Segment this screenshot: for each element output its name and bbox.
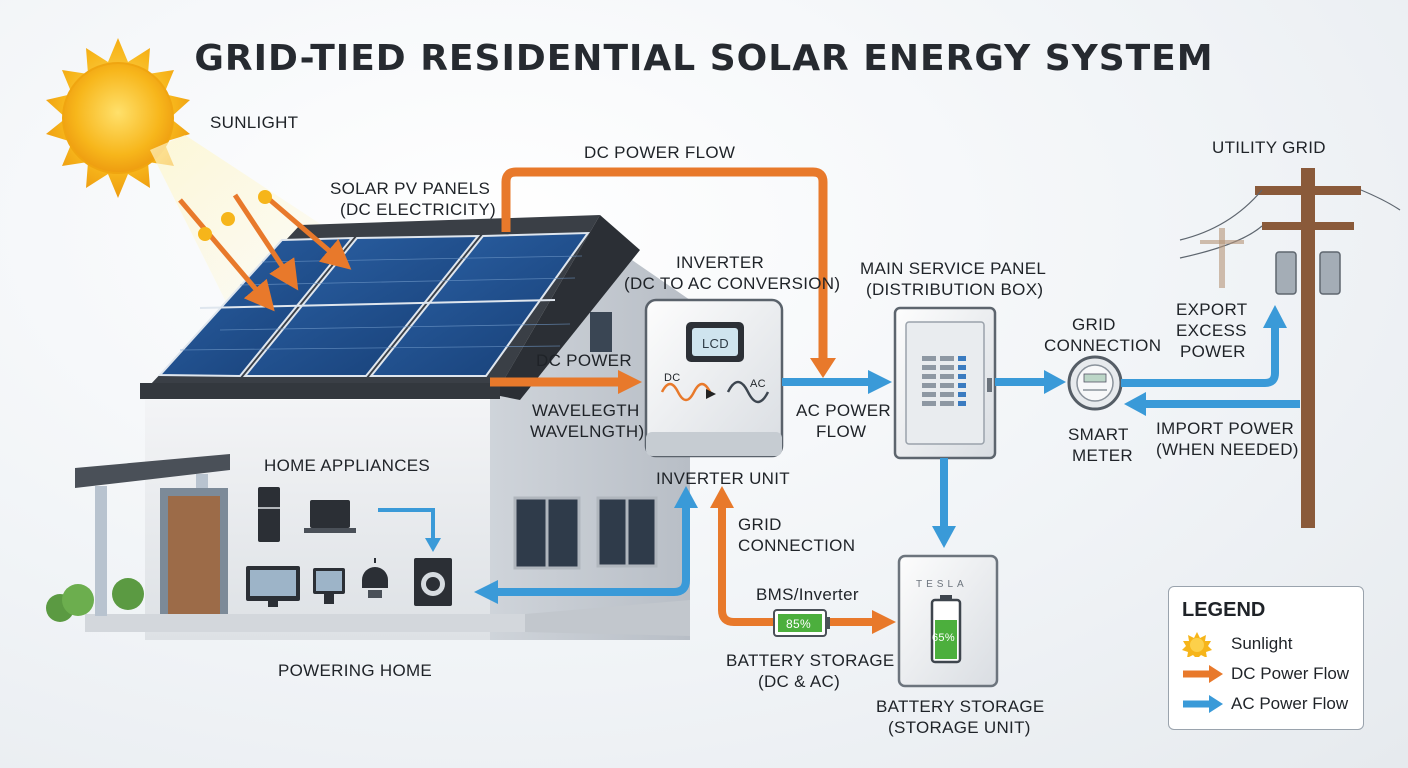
ac-wave-icon xyxy=(726,380,770,404)
export-label-2: EXCESS xyxy=(1176,321,1247,340)
utility-pole xyxy=(1179,168,1401,528)
bms-inverter-label: BMS/Inverter xyxy=(756,585,859,604)
battery-unit-percent: 65% xyxy=(932,632,955,644)
tv-icon xyxy=(313,568,345,604)
sunlight-label: SUNLIGHT xyxy=(210,113,299,132)
washing-machine-icon xyxy=(414,558,452,606)
smart-meter xyxy=(1067,355,1123,411)
legend-item-dc: DC Power Flow xyxy=(1181,661,1349,687)
powering-home-label: POWERING HOME xyxy=(278,661,433,680)
dc-wave-icon xyxy=(660,382,712,402)
dc-label: DC xyxy=(664,372,681,384)
home-appliances-label: HOME APPLIANCES xyxy=(264,456,431,475)
sunlight-rays xyxy=(178,190,352,312)
export-power-arrow xyxy=(1121,325,1279,387)
laptop-icon xyxy=(304,500,356,533)
main-panel-sublabel: (DISTRIBUTION BOX) xyxy=(866,280,1044,299)
main-panel-label: MAIN SERVICE PANEL xyxy=(860,259,1047,278)
ac-power-flow-label: AC POWER xyxy=(796,401,891,420)
wavelength-label: WAVELEGTH xyxy=(532,401,640,420)
inverter-label: INVERTER xyxy=(676,253,765,272)
export-label-3: POWER xyxy=(1180,342,1246,361)
inverter-sublabel: (DC TO AC CONVERSION) xyxy=(624,274,841,293)
grid-connection-2-label: GRID xyxy=(738,515,782,534)
import-sublabel: (WHEN NEEDED) xyxy=(1156,440,1299,459)
ac-to-home-arrow xyxy=(495,505,690,596)
dc-arrowhead xyxy=(810,358,836,378)
legend-dc-label: DC Power Flow xyxy=(1231,664,1350,683)
fridge-icon xyxy=(258,487,280,542)
inverter-unit[interactable] xyxy=(644,298,784,458)
battery-storage-unit[interactable] xyxy=(897,554,999,688)
battery-unit-label: BATTERY STORAGE xyxy=(876,697,1045,716)
grid-connection-label: GRID xyxy=(1072,315,1116,334)
lcd-screen-text: LCD xyxy=(702,336,729,351)
lightbulb-icon xyxy=(362,558,388,598)
legend-item-ac: AC Power Flow xyxy=(1181,691,1348,717)
export-label-1: EXPORT xyxy=(1176,300,1248,319)
battery-unit-sublabel: (STORAGE UNIT) xyxy=(888,718,1031,737)
page-title: GRID-TIED RESIDENTIAL SOLAR ENERGY SYSTE… xyxy=(194,38,1214,79)
smart-meter-label: SMART xyxy=(1068,425,1129,444)
home-appliances xyxy=(246,487,452,607)
blue-arrow-icon xyxy=(1183,695,1223,713)
ac-power-flow-sublabel: FLOW xyxy=(816,422,867,441)
legend-sunlight-label: Sunlight xyxy=(1231,634,1293,653)
solar-panels-label: SOLAR PV PANELS xyxy=(330,179,491,198)
solar-panels-sublabel: (DC ELECTRICITY) xyxy=(340,200,496,219)
grid-connection-sublabel: CONNECTION xyxy=(1044,336,1162,355)
inverter-unit-label: INVERTER UNIT xyxy=(656,469,790,488)
battery-storage-sublabel: (DC & AC) xyxy=(758,672,841,691)
sun-icon xyxy=(1182,632,1212,657)
battery-storage-label: BATTERY STORAGE xyxy=(726,651,895,670)
dc-power-label: DC POWER xyxy=(536,351,632,370)
legend-ac-label: AC Power Flow xyxy=(1231,694,1349,713)
dc-power-flow-label: DC POWER FLOW xyxy=(584,143,736,162)
dc-power-flow-arrow xyxy=(501,167,828,362)
utility-grid-label: UTILITY GRID xyxy=(1212,138,1326,157)
dc-to-battery-arrow xyxy=(718,505,875,626)
legend: LEGEND Sunlight DC Power Flow AC Power F… xyxy=(1168,586,1364,730)
ac-label: AC xyxy=(750,378,766,390)
smart-meter-sublabel: METER xyxy=(1072,446,1133,465)
legend-item-sunlight: Sunlight xyxy=(1181,631,1292,657)
orange-arrow-icon xyxy=(1183,665,1223,683)
wavelength-sublabel: WAVELNGTH) xyxy=(530,422,645,441)
grid-connection-2-sublabel: CONNECTION xyxy=(738,536,856,555)
battery-brand-text: TESLA xyxy=(916,579,968,590)
import-label: IMPORT POWER xyxy=(1156,419,1295,438)
bms-battery-percent: 85% xyxy=(786,617,811,631)
legend-title: LEGEND xyxy=(1182,599,1266,621)
main-service-panel[interactable] xyxy=(893,306,997,460)
bms-battery xyxy=(773,609,830,637)
monitor-icon xyxy=(246,566,300,607)
